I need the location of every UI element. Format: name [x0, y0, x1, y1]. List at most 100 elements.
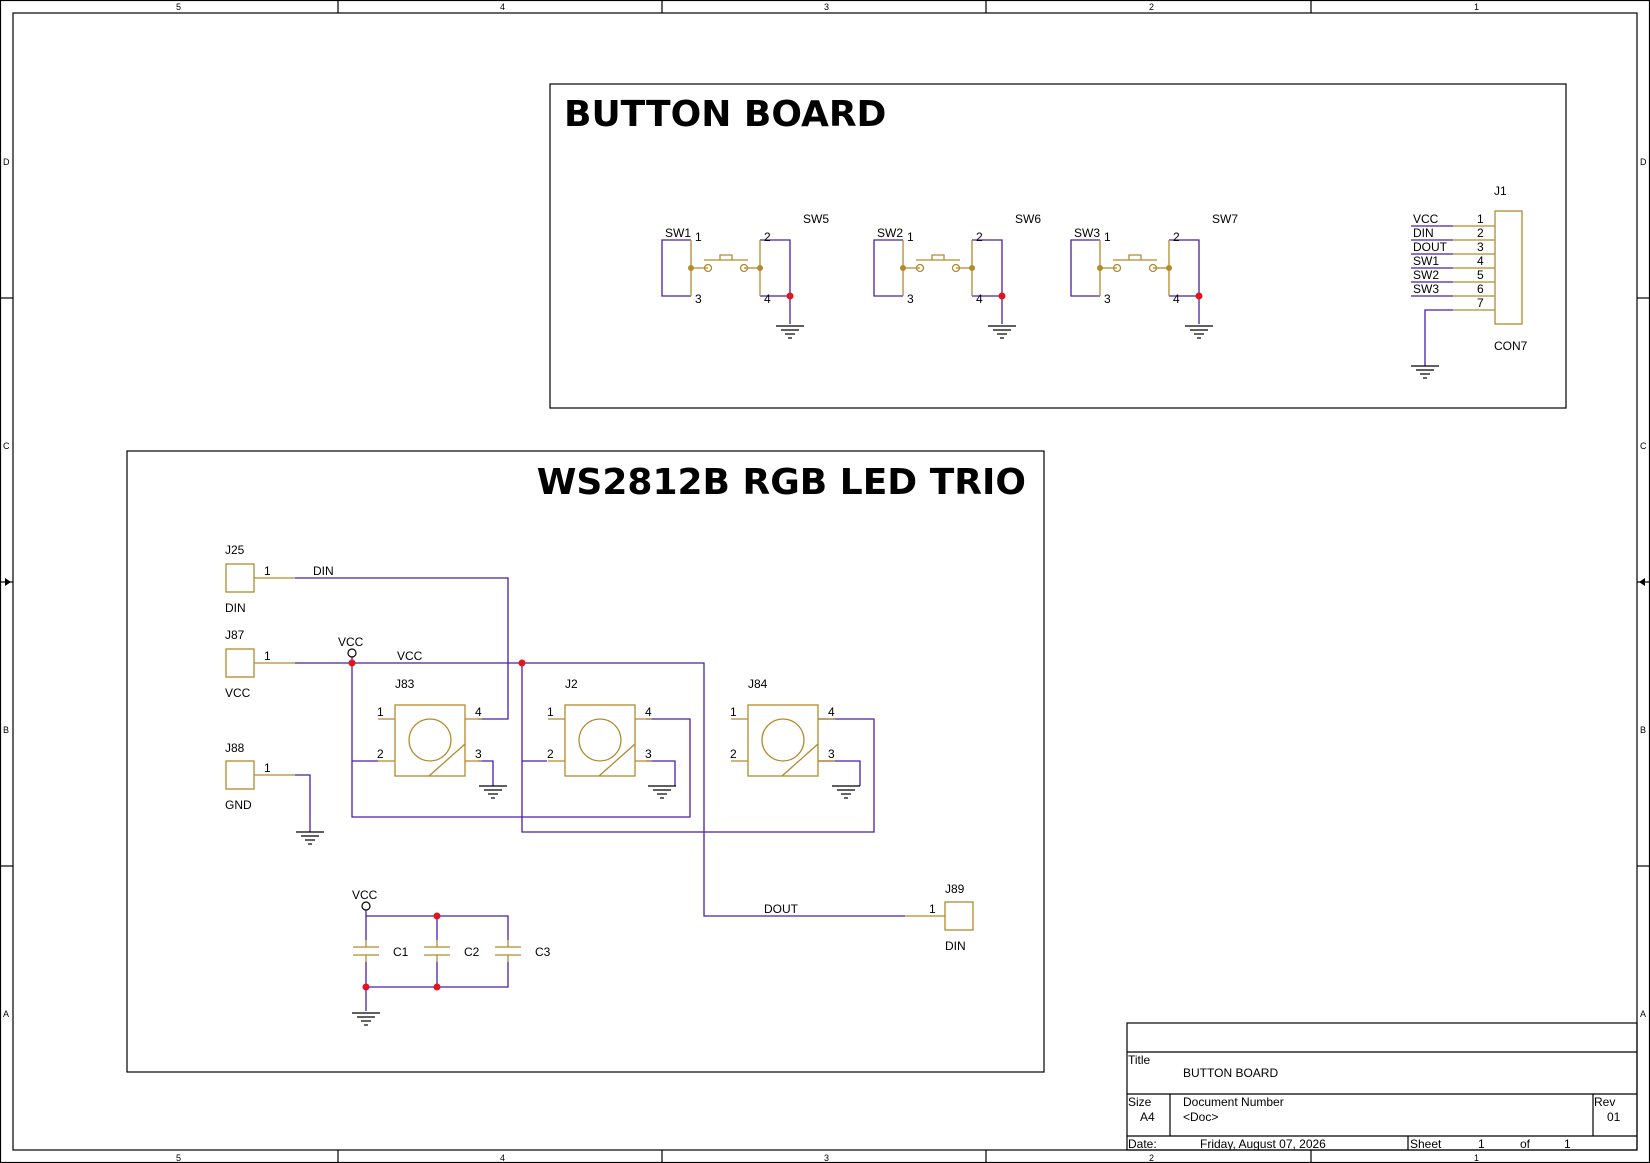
j1-net-label: DIN	[1413, 226, 1434, 240]
led-pin: 2	[730, 747, 737, 761]
zone-col-top: 1	[1474, 2, 1479, 12]
zone-row-right: C	[1640, 441, 1647, 451]
led-pin: 4	[828, 705, 835, 719]
led-pin: 2	[377, 747, 384, 761]
led-trio-title: WS2812B RGB LED TRIO	[537, 462, 1026, 503]
dout-net-label: DOUT	[764, 902, 799, 916]
title-label: Title	[1128, 1053, 1151, 1067]
switch-pin: 4	[976, 292, 983, 306]
connector-j88: J88 1 GND	[225, 741, 325, 845]
zone-col-bottom: 5	[176, 1153, 181, 1163]
vcc-net-label: VCC	[397, 649, 423, 663]
capacitor-ref: C1	[393, 945, 409, 959]
j1-net-label: SW2	[1413, 268, 1439, 282]
zone-col-bottom: 2	[1149, 1153, 1154, 1163]
sheet-total: 1	[1564, 1137, 1571, 1151]
j88-value: GND	[225, 798, 252, 812]
size-value: A4	[1140, 1110, 1155, 1124]
zone-row-right: D	[1640, 157, 1647, 167]
connector-j89: J89 1 DIN	[905, 882, 974, 953]
doc-number-label: Document Number	[1183, 1095, 1284, 1109]
j88-ref: J88	[225, 741, 245, 755]
switch-ref: SW2	[877, 226, 903, 240]
led-ref: J83	[395, 677, 415, 691]
zone-row-left: C	[3, 441, 10, 451]
zone-row-left: B	[3, 725, 9, 735]
j25-ref: J25	[225, 543, 245, 557]
size-label: Size	[1128, 1095, 1152, 1109]
of-label: of	[1520, 1137, 1531, 1151]
zone-col-top: 3	[824, 2, 829, 12]
capacitor-ref: C2	[464, 945, 480, 959]
zone-col-bottom: 1	[1474, 1153, 1479, 1163]
switch-sw1: SW1 SW5 1 2 3 4	[661, 212, 829, 339]
din-net-label: DIN	[313, 564, 334, 578]
zone-row-left: D	[3, 157, 10, 167]
led-trio-block: WS2812B RGB LED TRIO J25 1 DIN J87 1 VCC…	[126, 450, 1045, 1073]
led-pin: 1	[547, 705, 554, 719]
title-value: BUTTON BOARD	[1183, 1066, 1278, 1080]
zone-col-top: 5	[176, 2, 181, 12]
j1-net-label: SW3	[1413, 282, 1439, 296]
j1-pin-number: 6	[1477, 282, 1484, 296]
zone-col-top: 4	[500, 2, 505, 12]
j87-value: VCC	[225, 686, 251, 700]
connector-j25: J25 1 DIN	[225, 543, 295, 615]
led-pin: 1	[730, 705, 737, 719]
zone-col-top: 2	[1149, 2, 1154, 12]
vcc-label-2: VCC	[352, 888, 378, 902]
vcc-label-1: VCC	[338, 635, 364, 649]
switch-part: SW5	[803, 212, 829, 226]
led-ref: J2	[565, 677, 578, 691]
j87-ref: J87	[225, 628, 245, 642]
switch-pin: 3	[695, 292, 702, 306]
capacitor-c1: C1	[353, 940, 409, 962]
switch-pin: 3	[1104, 292, 1111, 306]
j87-pin: 1	[264, 649, 271, 663]
switch-pin: 2	[1173, 230, 1180, 244]
rev-label: Rev	[1594, 1095, 1615, 1109]
sheet-label: Sheet	[1410, 1137, 1442, 1151]
j1-pin-number: 4	[1477, 254, 1484, 268]
sheet-value: 1	[1478, 1137, 1485, 1151]
led-pin: 4	[645, 705, 652, 719]
led-pin: 3	[645, 747, 652, 761]
j25-pin: 1	[264, 564, 271, 578]
j89-pin: 1	[929, 902, 936, 916]
title-block: Title BUTTON BOARD Size A4 Document Numb…	[1126, 1022, 1638, 1151]
switch-pin: 1	[1104, 230, 1111, 244]
switch-pin: 1	[695, 230, 702, 244]
j1-net-label: VCC	[1413, 212, 1439, 226]
switch-pin: 2	[764, 230, 771, 244]
j1-pin-number: 3	[1477, 240, 1484, 254]
capacitor-c3: C3	[495, 940, 551, 962]
switch-pin: 4	[764, 292, 771, 306]
button-board-title: BUTTON BOARD	[564, 94, 886, 135]
date-label: Date:	[1128, 1137, 1157, 1151]
switch-pin: 4	[1173, 292, 1180, 306]
switch-ref: SW1	[665, 226, 691, 240]
j1-pin-number: 7	[1477, 296, 1484, 310]
j1-net-label: SW1	[1413, 254, 1439, 268]
connector-j87: J87 1 VCC	[225, 628, 295, 700]
led-pin: 3	[475, 747, 482, 761]
j89-value: DIN	[945, 939, 966, 953]
switch-ref: SW3	[1074, 226, 1100, 240]
j1-pin-number: 2	[1477, 226, 1484, 240]
capacitor-ref: C3	[535, 945, 551, 959]
led-wires	[295, 577, 905, 917]
j1-ref: J1	[1494, 184, 1507, 198]
switch-pin: 2	[976, 230, 983, 244]
date-value: Friday, August 07, 2026	[1200, 1137, 1326, 1151]
j1-net-label: DOUT	[1413, 240, 1448, 254]
capacitor-c2: C2	[424, 940, 480, 962]
